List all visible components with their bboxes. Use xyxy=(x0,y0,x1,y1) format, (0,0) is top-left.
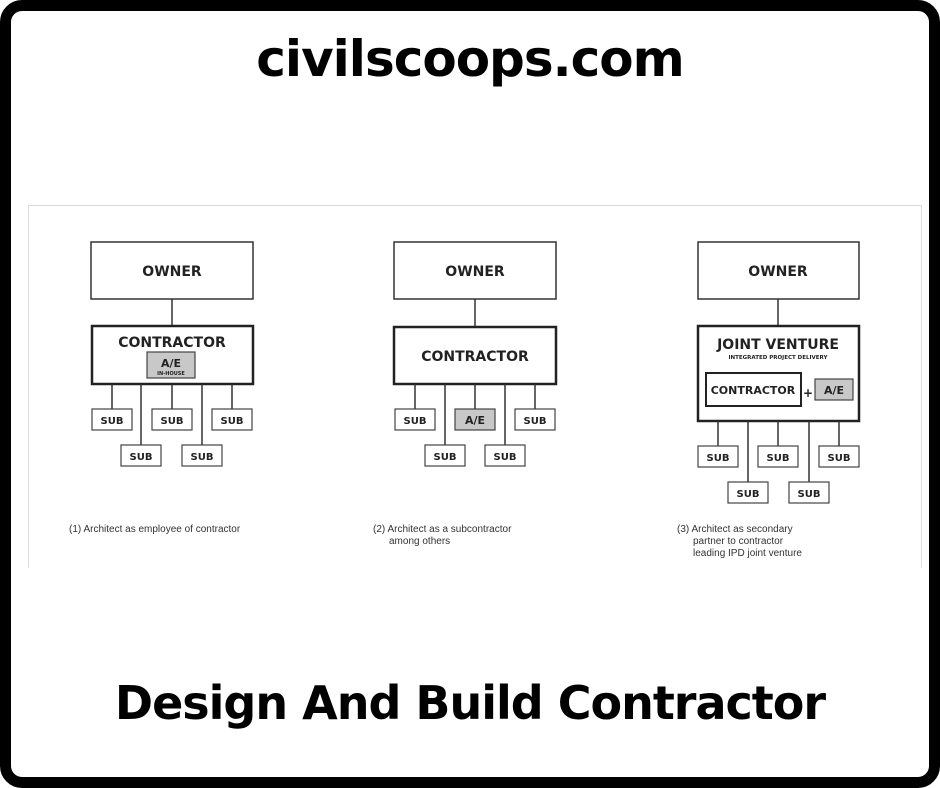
sub-label: SUB xyxy=(828,453,851,464)
diagram-1-architect-employee: OWNER CONTRACTOR A/E IN-HOUSE SUB SUB SU… xyxy=(90,241,255,467)
owner-label: OWNER xyxy=(445,264,505,280)
site-title: civilscoops.com xyxy=(256,30,684,88)
ae-label: A/E xyxy=(824,384,844,397)
jv-label: JOINT VENTURE xyxy=(716,337,839,353)
diagram-3-joint-venture: OWNER JOINT VENTURE INTEGRATED PROJECT D… xyxy=(696,241,861,504)
caption-diagram-2: (2) Architect as a subcontractor among o… xyxy=(373,524,512,547)
owner-box xyxy=(90,241,254,300)
footer-title: Design And Build Contractor xyxy=(114,676,826,730)
sub-label: SUB xyxy=(101,416,124,427)
contractor-label: CONTRACTOR xyxy=(118,335,226,351)
jv-sublabel: INTEGRATED PROJECT DELIVERY xyxy=(729,355,829,361)
ae-sublabel: IN-HOUSE xyxy=(157,371,185,377)
sub-label: SUB xyxy=(221,416,244,427)
sub-label: SUB xyxy=(191,452,214,463)
sub-label: SUB xyxy=(798,489,821,500)
ae-label: A/E xyxy=(465,414,485,427)
contractor-label: CONTRACTOR xyxy=(711,384,796,397)
contractor-box xyxy=(392,325,558,386)
inner-contractor-box xyxy=(705,372,802,407)
owner-label: OWNER xyxy=(748,264,808,280)
sub-label: SUB xyxy=(707,453,730,464)
ae-partner-box xyxy=(814,378,854,401)
diagram-panel: OWNER CONTRACTOR A/E IN-HOUSE SUB SUB SU… xyxy=(28,205,922,568)
caption-diagram-1: (1) Architect as employee of contractor xyxy=(69,524,241,535)
owner-box xyxy=(697,241,860,300)
owner-label: OWNER xyxy=(142,264,202,280)
sub-label: SUB xyxy=(737,489,760,500)
sub-label: SUB xyxy=(767,453,790,464)
sub-label: SUB xyxy=(524,416,547,427)
owner-box xyxy=(393,241,557,300)
diagram-2-architect-subcontractor: OWNER CONTRACTOR SUB A/E SUB SUB SUB xyxy=(392,241,558,467)
sub-label: SUB xyxy=(130,452,153,463)
contractor-label: CONTRACTOR xyxy=(421,349,529,365)
sub-label: SUB xyxy=(161,416,184,427)
ae-sub-box xyxy=(454,408,496,431)
sub-label: SUB xyxy=(434,452,457,463)
caption-diagram-3: (3) Architect as secondary partner to co… xyxy=(677,524,802,559)
sub-label: SUB xyxy=(494,452,517,463)
sub-label: SUB xyxy=(404,416,427,427)
ae-label: A/E xyxy=(161,357,181,370)
ae-in-house-box xyxy=(146,351,196,379)
plus-sign: + xyxy=(803,386,813,400)
